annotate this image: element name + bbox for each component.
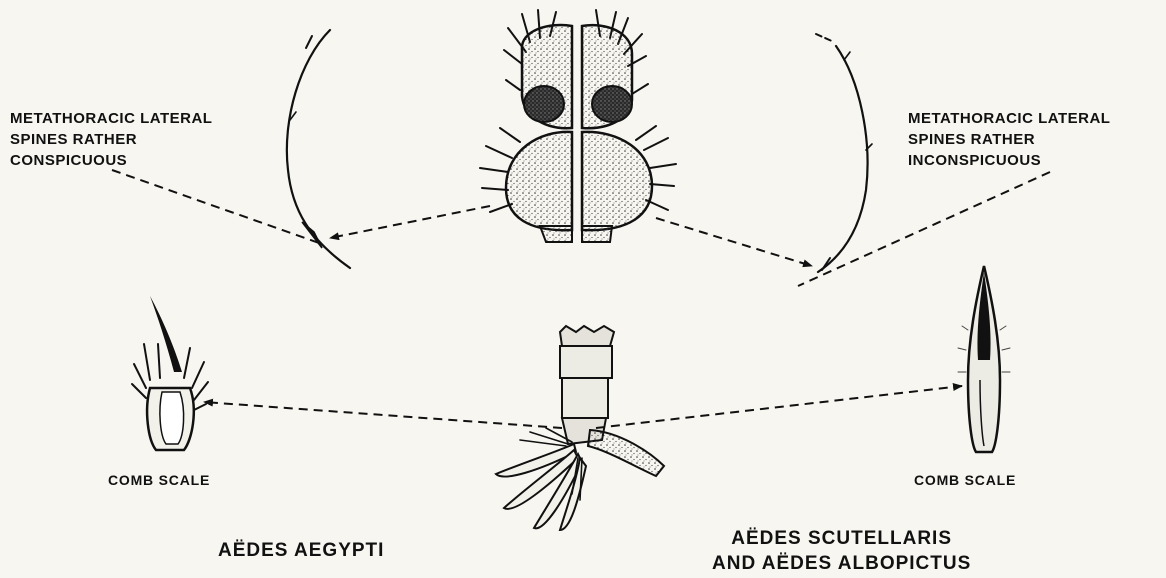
thorax-to-left-spine-arrow: [330, 206, 490, 238]
thorax-illustration: [480, 10, 676, 242]
right-comb-scale-label: COMB SCALE: [914, 472, 1016, 488]
left-spines-label-line-2: SPINES RATHER: [10, 129, 212, 150]
right-spine-curve: [816, 34, 872, 272]
left-spine-curve: [287, 30, 350, 268]
right-species-label: AËDES SCUTELLARIS AND AËDES ALBOPICTUS: [712, 526, 971, 576]
right-comb-scale-illustration: [958, 266, 1010, 452]
larval-segment-illustration: [496, 326, 664, 530]
left-spines-label: METATHORACIC LATERAL SPINES RATHER CONSP…: [10, 108, 212, 171]
right-species-label-line-2: AND AËDES ALBOPICTUS: [712, 551, 971, 576]
larva-to-left-comb-arrow: [204, 402, 562, 428]
right-spines-label-line-1: METATHORACIC LATERAL: [908, 108, 1110, 129]
thorax-to-right-spine-arrow: [656, 218, 812, 266]
right-spines-label-line-2: SPINES RATHER: [908, 129, 1110, 150]
right-spines-label: METATHORACIC LATERAL SPINES RATHER INCON…: [908, 108, 1110, 171]
left-spines-label-line-1: METATHORACIC LATERAL: [10, 108, 212, 129]
right-species-label-line-1: AËDES SCUTELLARIS: [712, 526, 971, 551]
left-species-label: AËDES AEGYPTI: [218, 538, 384, 563]
right-spine-leader-line: [798, 172, 1050, 286]
larva-to-right-comb-arrow: [596, 386, 962, 428]
right-spines-label-line-3: INCONSPICUOUS: [908, 150, 1110, 171]
left-comb-scale-label: COMB SCALE: [108, 472, 210, 488]
left-comb-scale-illustration: [132, 296, 208, 450]
left-spines-label-line-3: CONSPICUOUS: [10, 150, 212, 171]
